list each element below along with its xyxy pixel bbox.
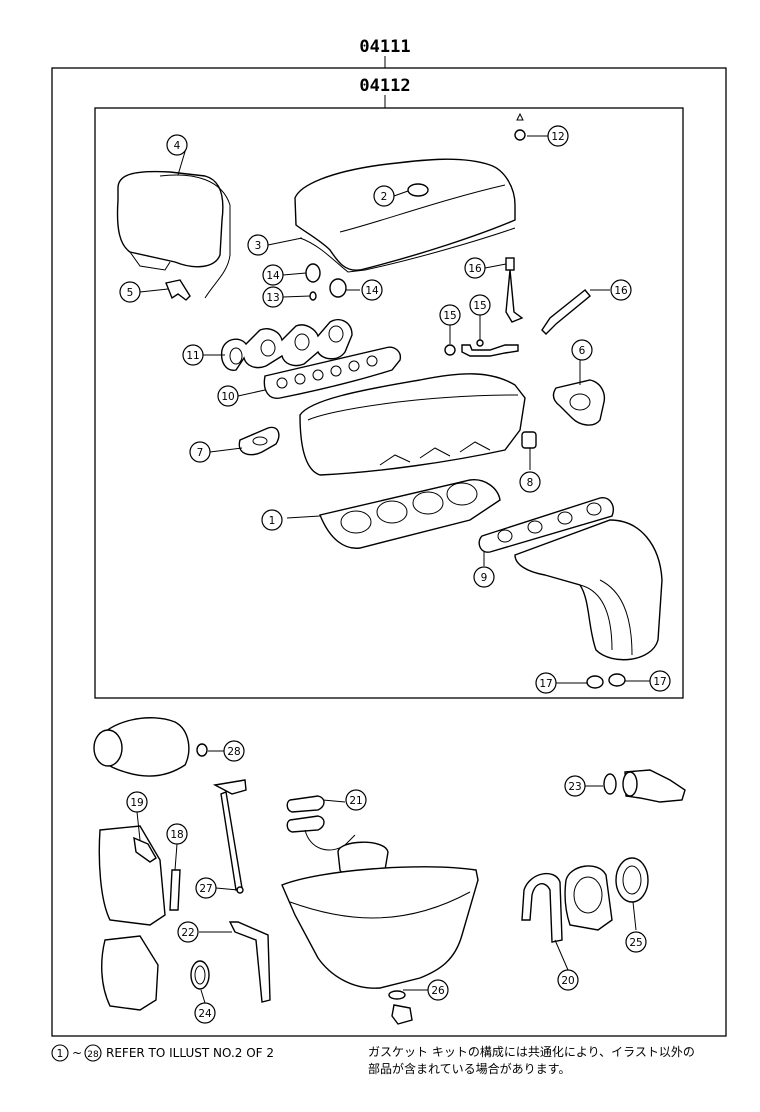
callout-6: 6 — [579, 345, 586, 357]
valve-part — [505, 257, 591, 335]
drain-gasket-part — [388, 990, 406, 1000]
oil-pan-part — [281, 866, 479, 989]
oil-strainer-part — [286, 795, 389, 880]
cylinder-head-part — [299, 373, 526, 476]
outlet-gasket-hole — [569, 393, 591, 411]
outlet-gasket-part — [552, 379, 606, 426]
timing-cover-lower-part — [98, 825, 166, 926]
seal-part — [444, 339, 519, 357]
callout-10: 10 — [221, 391, 234, 403]
callout-22: 22 — [181, 927, 194, 939]
callout-1: 1 — [269, 515, 276, 527]
oil-seal-part — [615, 857, 649, 903]
callout-11: 11 — [186, 350, 199, 362]
refer-text: REFER TO ILLUST NO.2 OF 2 — [106, 1046, 274, 1060]
refer-start: 1 — [57, 1048, 64, 1060]
kit-note-line1: ガスケット キットの構成には共通化により、イラスト以外の — [368, 1045, 695, 1059]
grommet-part — [514, 112, 526, 141]
callout-15a: 15 — [443, 310, 456, 322]
refer-note: 1 ~ 28 REFER TO ILLUST NO.2 OF 2 — [51, 1044, 274, 1062]
kit-note-line2: 部品が含まれている場合があります。 — [368, 1061, 570, 1076]
callout-17a: 17 — [539, 678, 552, 690]
head-gasket-part — [319, 479, 501, 549]
oil-seal-inner — [622, 865, 642, 895]
callout-27: 27 — [199, 883, 212, 895]
oil-seal-inner — [194, 965, 206, 985]
rear-seal-gasket-part — [228, 921, 271, 1003]
bracket-part — [165, 279, 191, 301]
callout-23: 23 — [568, 781, 581, 793]
callout-8: 8 — [527, 477, 534, 489]
small-gasket-hole — [252, 436, 268, 446]
callout-4: 4 — [174, 140, 181, 152]
callout-16b: 16 — [614, 285, 628, 297]
intake-gasket-holes — [229, 325, 344, 365]
retainer-gasket-part — [521, 865, 613, 943]
callout-20: 20 — [561, 975, 574, 987]
timing-cover-part — [116, 170, 231, 299]
thermostat-housing-part — [603, 769, 686, 803]
strip-gasket-part — [169, 869, 181, 911]
ring-part — [586, 675, 604, 689]
callout-14a: 14 — [266, 270, 280, 282]
callout-2: 2 — [381, 191, 388, 203]
callout-18: 18 — [170, 829, 183, 841]
callout-3: 3 — [255, 240, 262, 252]
o-ring-part — [196, 743, 208, 757]
head-cover-part — [294, 158, 516, 273]
callouts: 1 2 3 4 5 6 7 8 9 10 11 12 13 14 14 15 1… — [119, 125, 671, 1024]
exhaust-gasket-part — [478, 497, 614, 553]
callout-24: 24 — [198, 1008, 212, 1020]
refer-tilde: ~ — [72, 1046, 82, 1060]
exhaust-gasket-holes — [497, 502, 602, 543]
square-gasket-part — [521, 431, 537, 449]
drain-plug-part — [391, 1004, 413, 1025]
callout-12: 12 — [551, 131, 564, 143]
dipstick-guide-part — [212, 779, 247, 891]
intake-gasket-part — [220, 318, 353, 371]
inner-frame — [94, 107, 684, 699]
ring-part — [608, 673, 626, 687]
part-number-inner: 04112 — [359, 76, 410, 96]
head-gasket-bores — [340, 482, 478, 534]
small-gasket-part — [238, 426, 280, 456]
oil-seal-part — [190, 960, 210, 990]
callout-15b: 15 — [473, 300, 486, 312]
cover-gasket-part — [133, 836, 157, 863]
outer-frame — [51, 67, 727, 1037]
callout-19: 19 — [130, 797, 143, 809]
callout-17b: 17 — [653, 676, 666, 688]
callout-16a: 16 — [468, 263, 482, 275]
callout-26: 26 — [431, 985, 445, 997]
seal-ring-part — [329, 278, 347, 298]
callout-7: 7 — [197, 447, 204, 459]
callout-21: 21 — [349, 795, 362, 807]
o-ring-part — [309, 291, 317, 301]
exhaust-manifold-part — [514, 519, 663, 661]
part-number-outer: 04111 — [359, 37, 410, 57]
callout-9: 9 — [481, 572, 488, 584]
port-gasket-part — [263, 346, 402, 399]
callout-13: 13 — [266, 292, 279, 304]
callout-25: 25 — [629, 937, 642, 949]
timing-cover-bottom-part — [101, 935, 159, 1011]
pump-housing-part — [93, 717, 190, 777]
callout-14b: 14 — [365, 285, 379, 297]
refer-end: 28 — [87, 1050, 99, 1060]
seal-ring-part — [305, 263, 321, 283]
callout-28: 28 — [227, 746, 240, 758]
port-gasket-holes — [276, 355, 378, 389]
callout-5: 5 — [127, 287, 134, 299]
